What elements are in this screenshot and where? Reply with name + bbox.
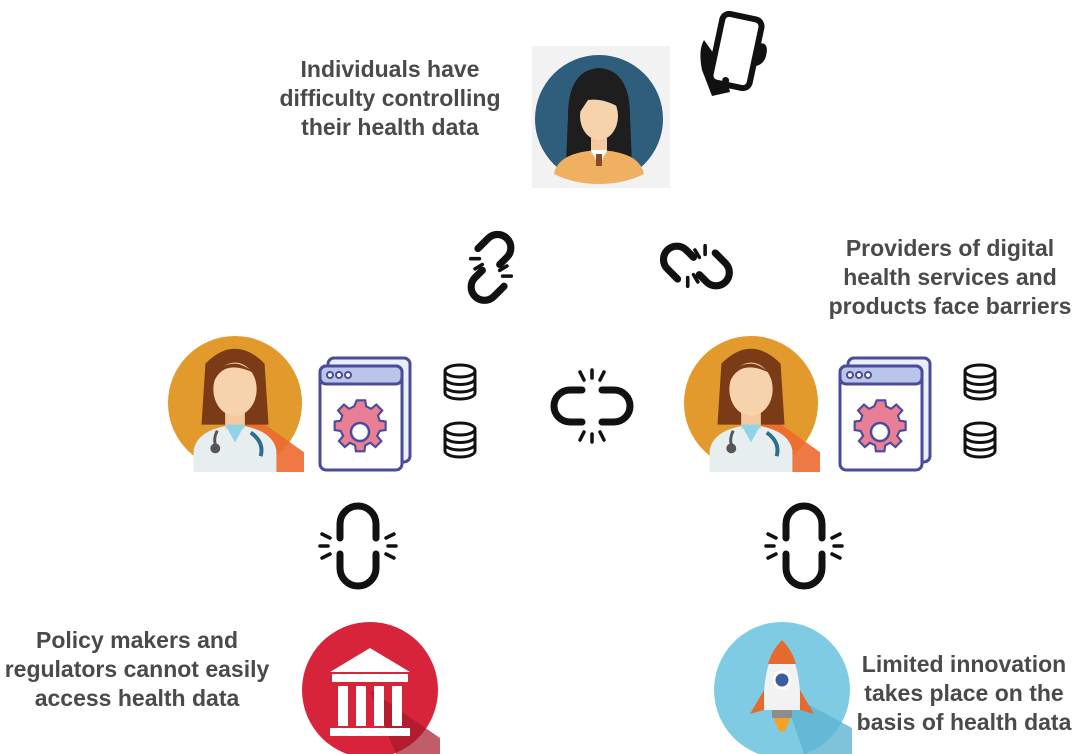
broken-chain-link-icon [654, 225, 736, 307]
database-icon [960, 420, 1000, 460]
government-building-icon [300, 618, 440, 754]
broken-chain-link-icon [764, 500, 844, 592]
phone-in-hand-icon [694, 10, 776, 100]
innovation-caption: Limited innovation takes place on the ba… [856, 651, 1072, 735]
broken-chain-link-icon [318, 500, 398, 592]
rocket-icon [712, 618, 852, 754]
providers-caption: Providers of digital health services and… [828, 235, 1072, 319]
database-icon [440, 420, 480, 460]
policy-caption: Policy makers and regulators cannot easi… [4, 627, 270, 711]
database-icon [960, 362, 1000, 402]
database-icon [440, 362, 480, 402]
individuals-caption: Individuals have difficulty controlling … [279, 56, 501, 140]
female-doctor-avatar-icon [166, 334, 304, 472]
female-doctor-avatar-icon [682, 334, 820, 472]
broken-chain-link-icon [450, 225, 532, 307]
app-window-gear-icon [836, 352, 936, 472]
broken-chain-link-icon [548, 368, 636, 448]
woman-avatar-icon [532, 46, 670, 188]
app-window-gear-icon [316, 352, 416, 472]
